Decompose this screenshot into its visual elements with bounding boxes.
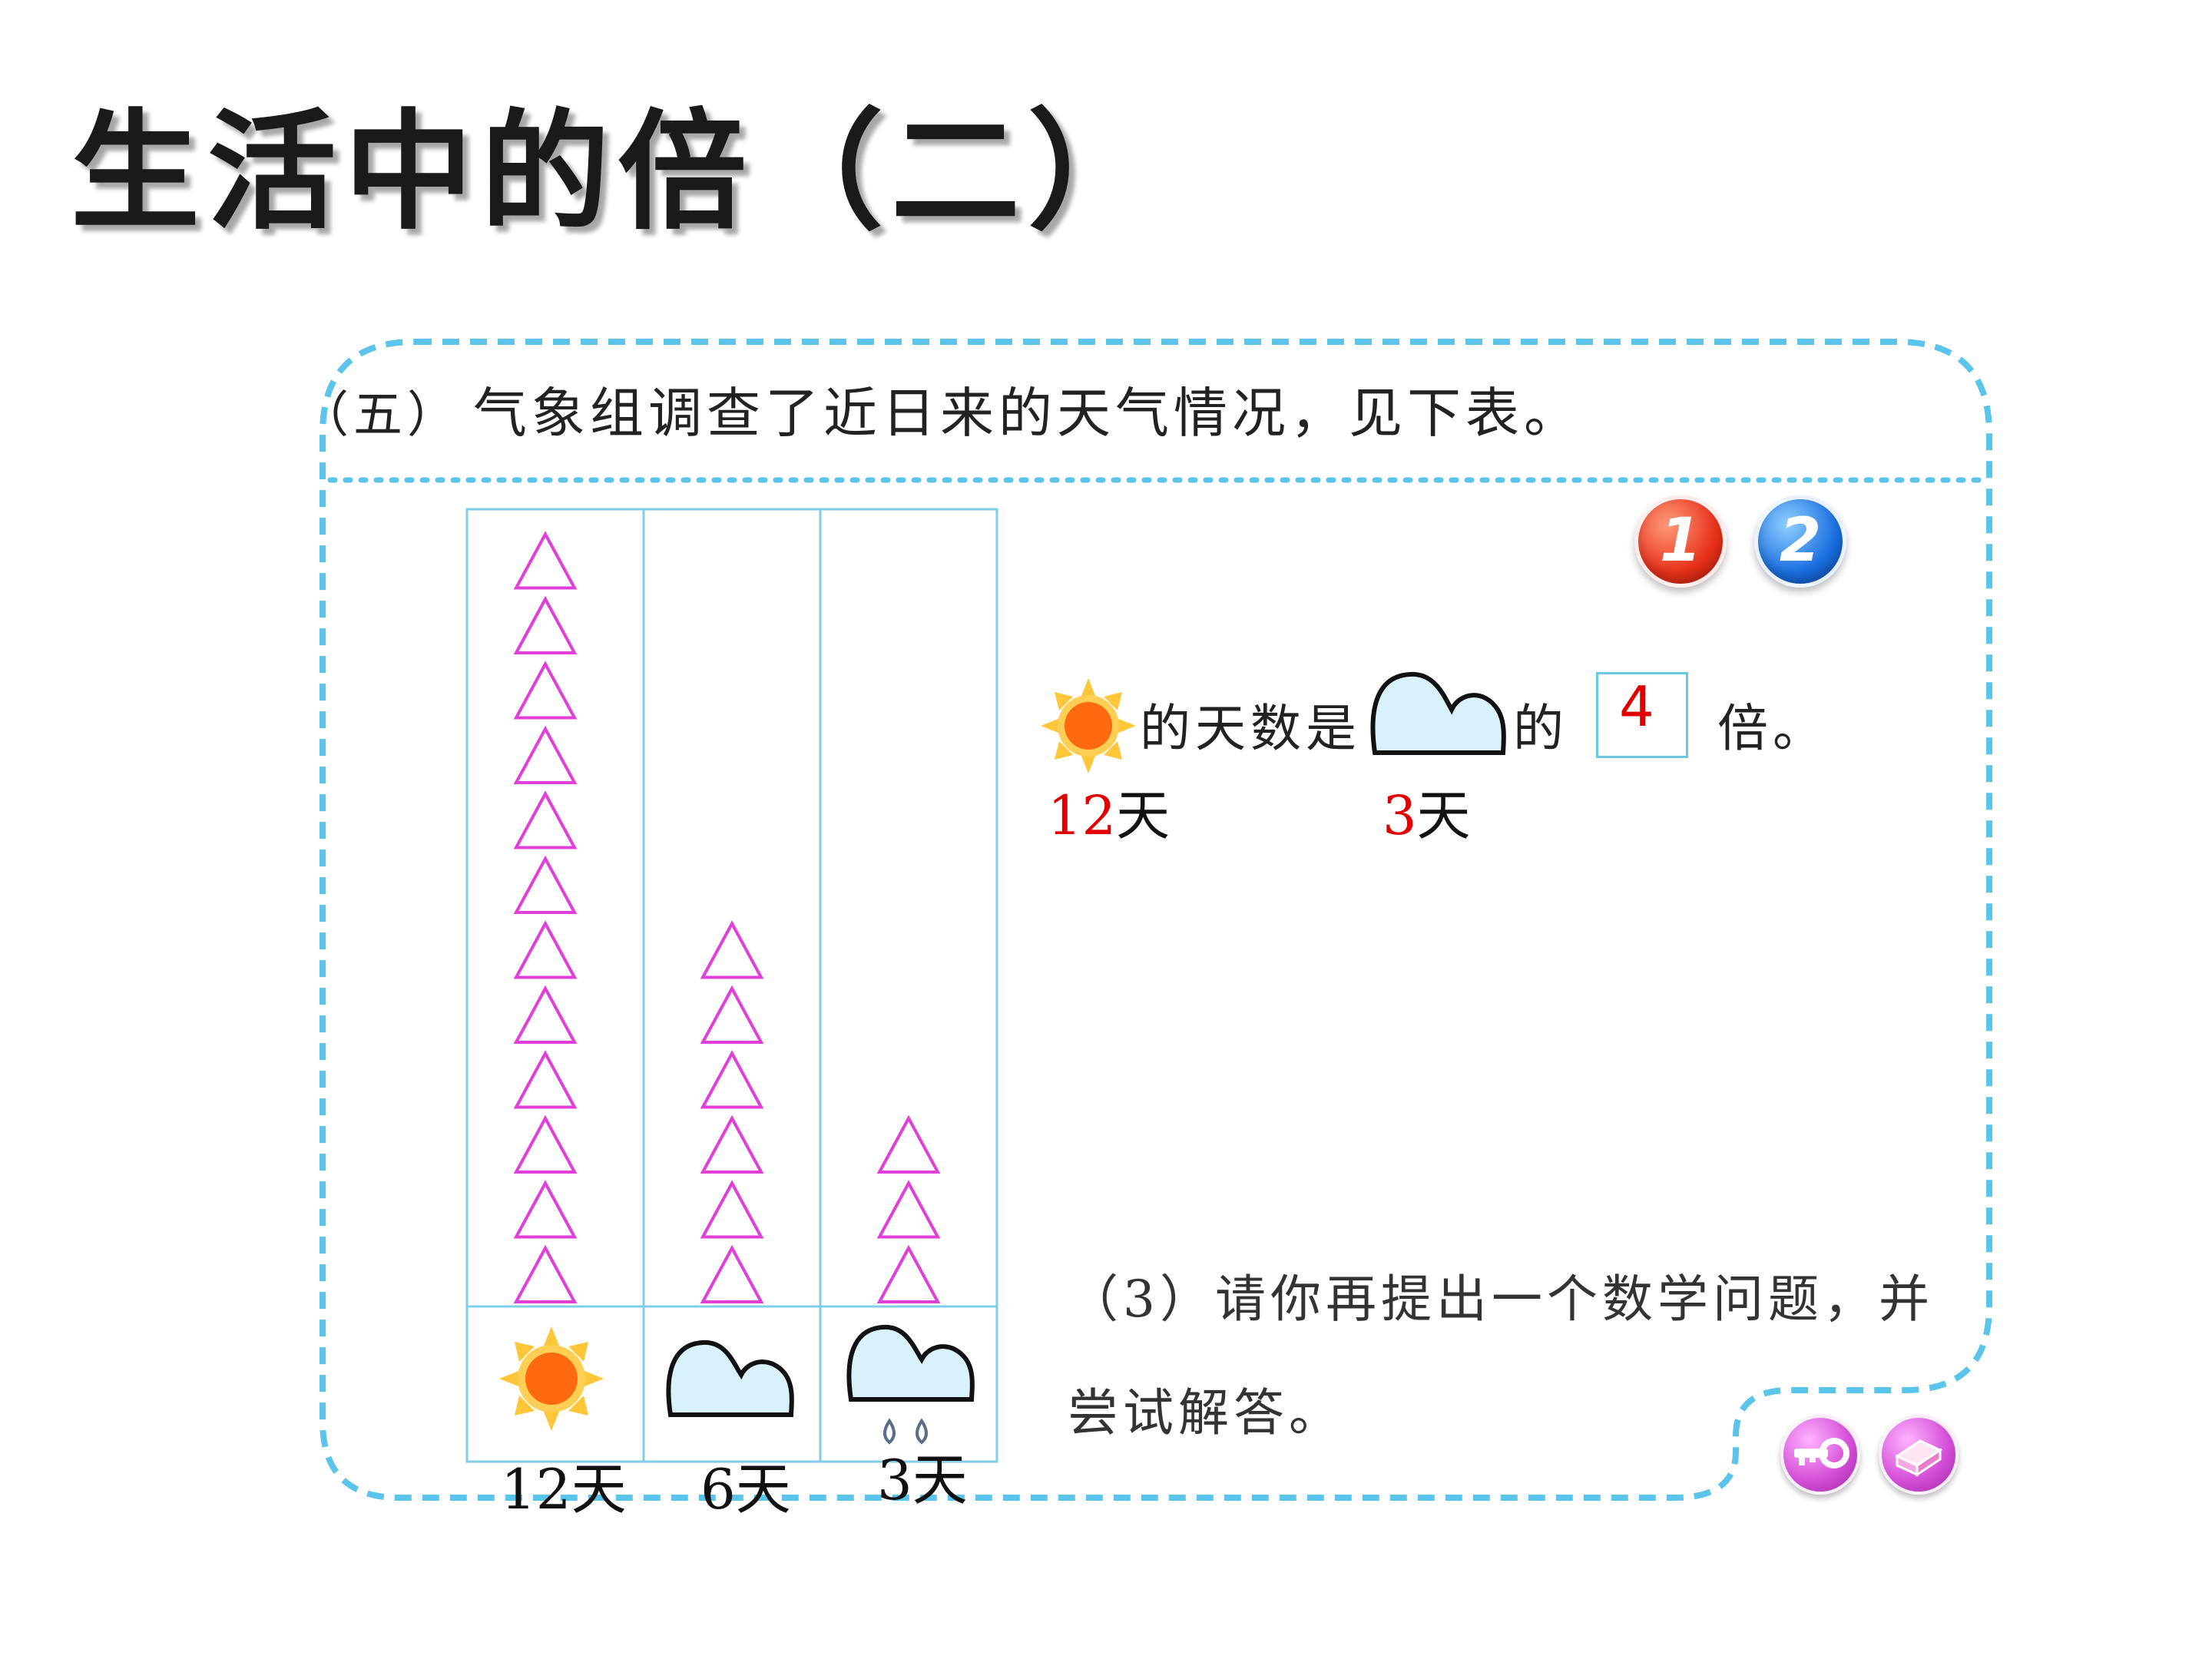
rainy-count-unit: 天 <box>1416 784 1471 847</box>
pictograph-chart <box>465 508 998 1463</box>
triangle-mark-cloudy <box>700 1244 764 1303</box>
rainy-count-label: 3天 <box>1382 773 1471 850</box>
step-1-button[interactable]: 1 <box>1634 495 1727 588</box>
rain-cloud-icon <box>846 1324 975 1445</box>
key-icon <box>1794 1438 1849 1469</box>
answer-suffix: 倍。 <box>1717 699 1828 758</box>
triangle-mark-cloudy <box>700 985 764 1044</box>
triangle-mark-rainy <box>876 1114 941 1174</box>
triangle-mark-sunny <box>513 531 578 590</box>
problem-number: （五） <box>300 387 461 444</box>
sunny-count-label: 12天 <box>1048 773 1170 850</box>
answer-mid-text: 的天数是 <box>1140 699 1361 758</box>
triangle-mark-cloudy <box>700 1050 764 1109</box>
answer-value: 4 <box>1619 674 1654 739</box>
answer-of-text: 的 <box>1513 699 1568 758</box>
problem-text: 气象组调查了近日来的天气情况，见下表。 <box>473 382 1582 445</box>
eraser-button[interactable] <box>1879 1415 1959 1495</box>
triangle-mark-sunny <box>513 985 578 1044</box>
triangle-mark-sunny <box>513 595 578 654</box>
day-label-sunny: 12天 <box>501 1457 627 1522</box>
triangle-mark-sunny <box>513 790 578 849</box>
triangle-mark-sunny <box>513 1050 578 1109</box>
triangle-mark-cloudy <box>700 1180 764 1239</box>
triangle-mark-cloudy <box>700 1114 764 1174</box>
problem-heading: （五）气象组调查了近日来的天气情况，见下表。 <box>300 370 1582 448</box>
answer-cloud-icon <box>1370 671 1506 755</box>
sun-icon <box>499 1326 604 1431</box>
step-2-button[interactable]: 2 <box>1754 495 1846 588</box>
sunny-count-unit: 天 <box>1116 784 1171 847</box>
triangle-mark-sunny <box>513 855 578 914</box>
triangle-mark-rainy <box>876 1244 941 1303</box>
day-label-cloudy: 6天 <box>700 1457 791 1522</box>
chart-grid <box>465 508 998 1463</box>
triangle-mark-sunny <box>513 920 578 979</box>
triangle-mark-cloudy <box>700 920 764 979</box>
question-3: （3）请你再提出一个数学问题，并尝试解答。 <box>1068 1270 1934 1442</box>
triangle-mark-sunny <box>513 1114 578 1174</box>
sunny-count-number: 12 <box>1048 784 1117 847</box>
cloud-icon <box>666 1339 794 1417</box>
answer-input-box[interactable] <box>1596 672 1688 758</box>
triangle-mark-sunny <box>513 1180 578 1239</box>
triangle-mark-sunny <box>513 1244 578 1303</box>
answer-sun-icon <box>1041 678 1136 773</box>
triangle-mark-sunny <box>513 725 578 784</box>
day-label-rainy: 3天 <box>877 1448 968 1512</box>
eraser-icon <box>1894 1439 1943 1477</box>
answer-key-button[interactable] <box>1780 1415 1860 1495</box>
triangle-mark-rainy <box>876 1180 941 1239</box>
triangle-mark-sunny <box>513 661 578 720</box>
page-title: 生活中的倍（二） <box>71 97 1164 247</box>
rainy-count-number: 3 <box>1382 784 1417 847</box>
